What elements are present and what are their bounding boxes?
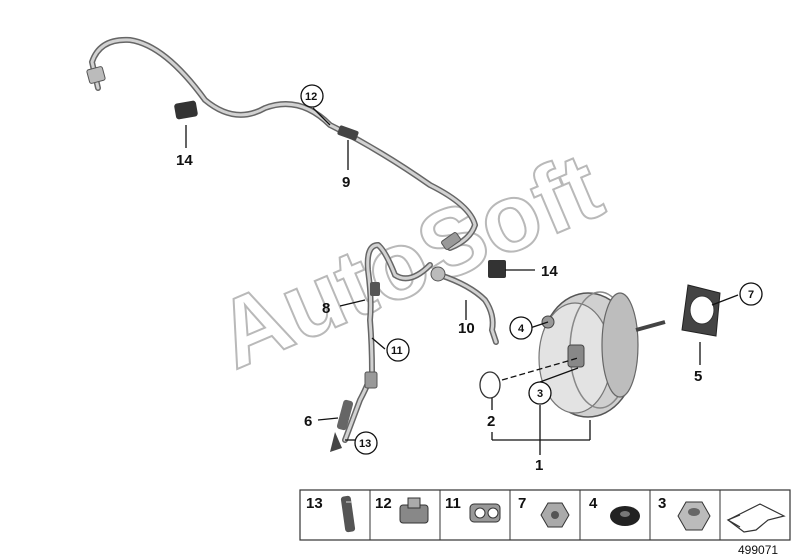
callout-2: 2 <box>487 413 495 430</box>
legend-label-3: 3 <box>658 495 666 512</box>
leader-lines <box>185 107 739 455</box>
pipe-clip-icon <box>399 497 429 524</box>
brake-booster-1[interactable] <box>538 291 666 418</box>
vacuum-line-9[interactable] <box>86 36 479 251</box>
clip-14-lower[interactable] <box>488 260 506 278</box>
legend-cell-3[interactable]: 3 <box>658 495 711 531</box>
seal-ring-2[interactable] <box>479 371 501 399</box>
callout-5: 5 <box>694 368 702 385</box>
callout-3: 3 <box>537 388 543 400</box>
legend-label-12: 12 <box>375 495 392 512</box>
callout-9: 9 <box>342 174 350 191</box>
hex-collar-nut-icon <box>540 502 570 528</box>
legend-cell-12[interactable]: 12 <box>375 495 429 524</box>
callout-1: 1 <box>535 457 543 474</box>
legend-cell-4[interactable]: 4 <box>589 495 640 526</box>
legend-label-13: 13 <box>306 495 323 512</box>
callout-11: 11 <box>391 345 403 357</box>
rubber-grommet-icon <box>610 506 640 526</box>
callout-12: 12 <box>305 91 317 103</box>
callout-10: 10 <box>458 320 475 337</box>
callout-13: 13 <box>359 438 371 450</box>
callout-14-upper: 14 <box>176 152 193 169</box>
legend-cell-7[interactable]: 7 <box>518 495 570 528</box>
callout-14-lower: 14 <box>541 263 558 280</box>
callout-6: 6 <box>304 413 312 430</box>
legend-cell-13[interactable]: 13 <box>306 495 356 533</box>
legend-cell-11[interactable]: 11 <box>445 495 501 523</box>
parts-legend: 13 12 11 7 <box>299 489 791 541</box>
vacuum-line-10[interactable] <box>430 266 499 345</box>
gasket-5[interactable] <box>681 284 721 337</box>
callouts: 14 9 12 14 8 10 11 4 6 13 2 3 1 5 7 <box>176 84 763 474</box>
legend-label-11: 11 <box>445 495 461 512</box>
callout-4: 4 <box>518 323 525 335</box>
double-clip-icon <box>469 503 501 523</box>
callout-8: 8 <box>322 300 330 317</box>
hex-nut-icon <box>677 501 711 531</box>
legend-label-7: 7 <box>518 495 526 512</box>
hose-clamp-sleeve-icon <box>340 495 356 533</box>
legend-cell-arrow[interactable] <box>726 503 786 533</box>
vacuum-line-8[interactable] <box>342 241 433 443</box>
legend-label-4: 4 <box>589 495 598 512</box>
check-valve-6[interactable] <box>330 399 354 452</box>
callout-7: 7 <box>748 289 754 301</box>
arrow-pointer-icon <box>726 503 786 533</box>
clip-14-upper[interactable] <box>174 100 198 120</box>
document-number: 499071 <box>738 543 778 557</box>
